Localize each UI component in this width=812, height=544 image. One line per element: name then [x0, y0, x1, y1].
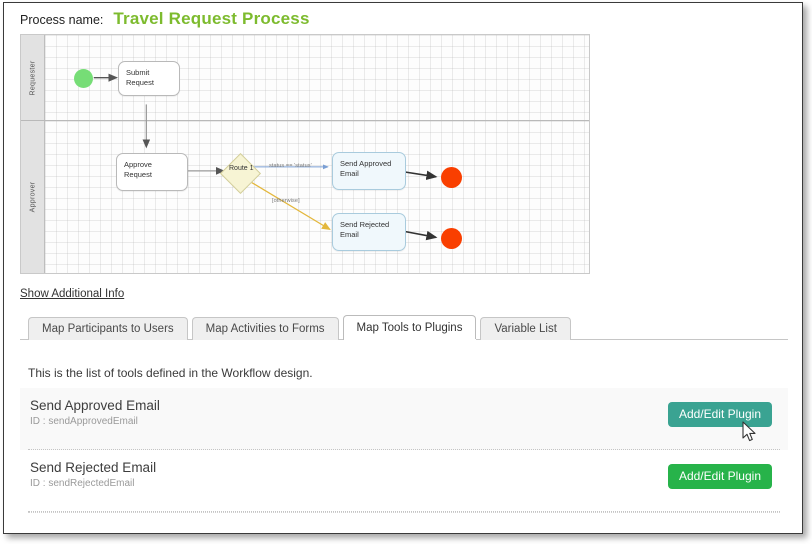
diagram-end-event-rejected[interactable]: [441, 228, 462, 249]
diagram-node-send-approved-email-label: Send Approved Email: [340, 159, 392, 179]
diagram-node-submit-request-label: Submit Request: [126, 68, 154, 88]
tab-map-participants-to-users[interactable]: Map Participants to Users: [28, 317, 188, 340]
diagram-edge-label-approved: status == 'status': [269, 163, 312, 169]
diagram-node-send-rejected-email-label: Send Rejected Email: [340, 220, 390, 240]
active-tab-mask: [344, 339, 477, 341]
tab-map-activities-to-forms[interactable]: Map Activities to Forms: [191, 317, 339, 340]
diagram-node-submit-request[interactable]: Submit Request: [118, 61, 180, 96]
tab-bar: Map Participants to Users Map Activities…: [28, 315, 571, 340]
swimlane-requester-body: [45, 35, 589, 120]
tab-variable-list[interactable]: Variable List: [480, 317, 571, 340]
row-divider: [28, 510, 780, 512]
tab-variable-list-label: Variable List: [494, 323, 557, 335]
diagram-start-event[interactable]: [74, 69, 93, 88]
tool-id: ID : sendRejectedEmail: [30, 478, 135, 489]
diagram-node-send-approved-email[interactable]: Send Approved Email: [332, 152, 406, 190]
tool-name: Send Approved Email: [30, 398, 160, 413]
tab-map-tools-to-plugins-label: Map Tools to Plugins: [356, 322, 463, 334]
process-name-label: Process name:: [20, 13, 104, 27]
swimlane-requester-title: Requester: [29, 60, 36, 95]
swimlane-approver-title: Approver: [29, 181, 36, 213]
workflow-diagram-canvas[interactable]: Requester Approver: [20, 34, 590, 274]
diagram-node-approve-request-label: Approve Request: [124, 160, 152, 180]
diagram-edge-label-otherwise: [otherwise]: [272, 198, 300, 204]
diagram-route-gateway-label: Route 1: [229, 165, 254, 172]
diagram-node-approve-request[interactable]: Approve Request: [116, 153, 188, 191]
tab-map-tools-to-plugins[interactable]: Map Tools to Plugins: [342, 315, 477, 340]
swimlane-approver-header: Approver: [21, 121, 45, 273]
row-divider: [28, 448, 780, 450]
tool-list-row[interactable]: Send Rejected Email ID : sendRejectedEma…: [20, 450, 788, 512]
show-additional-info-link[interactable]: Show Additional Info: [20, 288, 125, 300]
diagram-node-send-rejected-email[interactable]: Send Rejected Email: [332, 213, 406, 251]
tool-list-row[interactable]: Send Approved Email ID : sendApprovedEma…: [20, 388, 788, 450]
add-edit-plugin-button[interactable]: Add/Edit Plugin: [667, 464, 772, 489]
swimlane-requester-header: Requester: [21, 35, 45, 120]
panel-intro-text: This is the list of tools defined in the…: [28, 366, 313, 380]
tab-map-participants-to-users-label: Map Participants to Users: [42, 323, 174, 335]
swimlane-approver: Approver: [21, 121, 589, 273]
tool-id: ID : sendApprovedEmail: [30, 416, 138, 427]
bottom-divider: [28, 512, 780, 513]
swimlane-approver-body: [45, 121, 589, 273]
process-name-value: Travel Request Process: [113, 9, 310, 28]
tool-name: Send Rejected Email: [30, 460, 157, 475]
swimlane-requester: Requester: [21, 35, 589, 121]
add-edit-plugin-button[interactable]: Add/Edit Plugin: [667, 402, 772, 427]
process-header: Process name: Travel Request Process: [20, 9, 310, 31]
diagram-end-event-approved[interactable]: [441, 167, 462, 188]
tab-map-activities-to-forms-label: Map Activities to Forms: [205, 323, 325, 335]
application-window: Process name: Travel Request Process Req…: [3, 2, 803, 534]
